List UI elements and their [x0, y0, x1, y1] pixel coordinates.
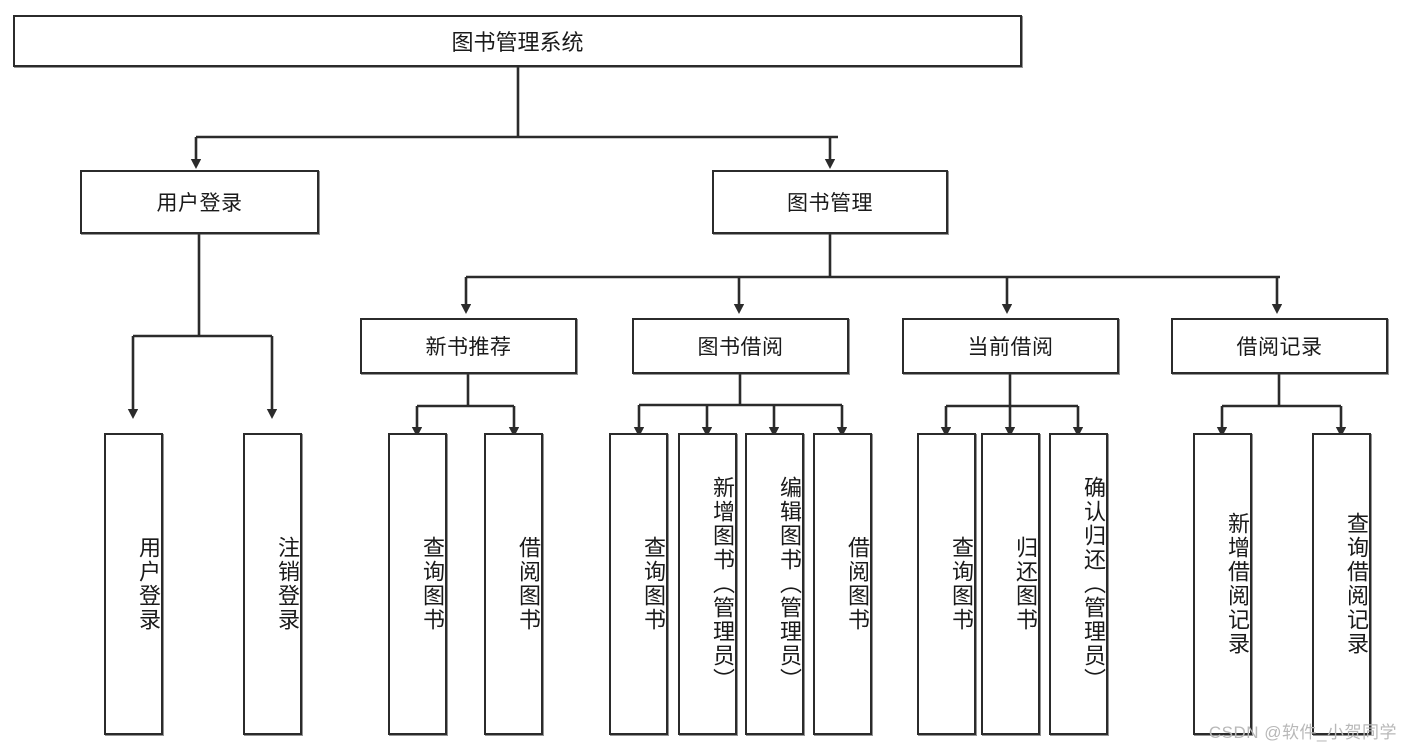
leaf-query-book-borrow[interactable]: 查询图书	[609, 433, 668, 735]
node-label: 确认归还（管理员）	[1081, 476, 1106, 692]
node-label: 借阅图书	[516, 536, 541, 632]
node-label: 新书推荐	[425, 336, 512, 359]
node-user-login[interactable]: 用户登录	[80, 170, 319, 234]
node-borrow-record[interactable]: 借阅记录	[1171, 318, 1388, 374]
node-book-borrow[interactable]: 图书借阅	[632, 318, 849, 374]
node-label: 图书管理系统	[451, 30, 584, 55]
leaf-borrow-book[interactable]: 借阅图书	[813, 433, 872, 735]
node-label: 查询图书	[641, 536, 666, 632]
leaf-confirm-return-admin[interactable]: 确认归还（管理员）	[1049, 433, 1108, 735]
node-current-borrow[interactable]: 当前借阅	[902, 318, 1119, 374]
leaf-query-book-recommend[interactable]: 查询图书	[388, 433, 447, 735]
leaf-query-book-current[interactable]: 查询图书	[917, 433, 976, 735]
leaf-return-book[interactable]: 归还图书	[981, 433, 1040, 735]
leaf-add-book-admin[interactable]: 新增图书（管理员）	[678, 433, 737, 735]
node-label: 注销登录	[275, 536, 300, 632]
leaf-user-login[interactable]: 用户登录	[104, 433, 163, 735]
node-label: 借阅记录	[1236, 336, 1323, 359]
node-label: 图书管理	[787, 192, 873, 215]
leaf-logout[interactable]: 注销登录	[243, 433, 302, 735]
node-label: 归还图书	[1013, 536, 1038, 632]
node-root-system[interactable]: 图书管理系统	[13, 15, 1022, 67]
node-label: 查询借阅记录	[1344, 512, 1369, 656]
node-book-management[interactable]: 图书管理	[712, 170, 948, 234]
node-new-book-recommend[interactable]: 新书推荐	[360, 318, 577, 374]
node-label: 新增借阅记录	[1225, 512, 1250, 656]
leaf-borrow-book-recommend[interactable]: 借阅图书	[484, 433, 543, 735]
leaf-edit-book-admin[interactable]: 编辑图书（管理员）	[745, 433, 804, 735]
node-label: 图书借阅	[697, 336, 784, 359]
node-label: 用户登录	[136, 536, 161, 632]
node-label: 查询图书	[420, 536, 445, 632]
csdn-watermark: CSDN @软件_小贺同学	[1208, 723, 1397, 742]
node-label: 查询图书	[949, 536, 974, 632]
node-label: 当前借阅	[967, 336, 1054, 359]
node-label: 编辑图书（管理员）	[777, 476, 802, 692]
leaf-add-borrow-record[interactable]: 新增借阅记录	[1193, 433, 1252, 735]
node-label: 借阅图书	[845, 536, 870, 632]
node-label: 新增图书（管理员）	[710, 476, 735, 692]
leaf-query-borrow-record[interactable]: 查询借阅记录	[1312, 433, 1371, 735]
node-label: 用户登录	[156, 192, 243, 215]
